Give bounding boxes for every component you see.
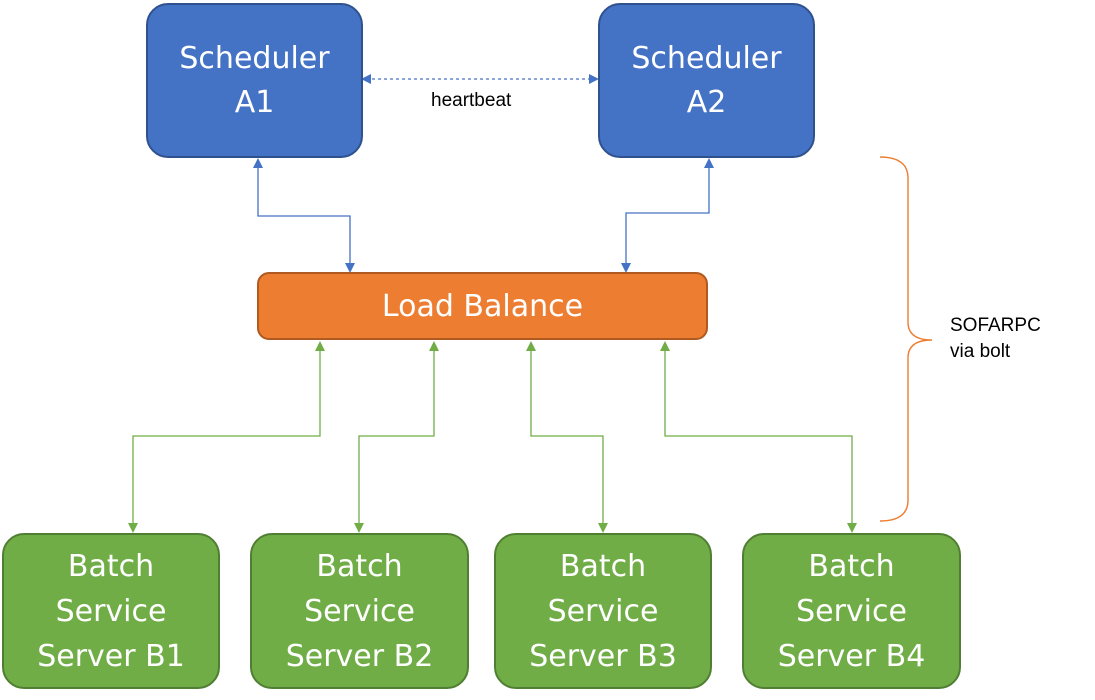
lb-b1-connector [128, 341, 325, 533]
batch-server-b2[interactable]: Batch Service Server B2 [250, 533, 469, 689]
scheduler-a1[interactable]: Scheduler A1 [146, 3, 363, 158]
batch-server-b1-label: Batch Service Server B1 [37, 548, 185, 674]
sofarpc-brace [879, 156, 933, 522]
scheduler-a2[interactable]: Scheduler A2 [598, 3, 815, 158]
load-balancer[interactable]: Load Balance [257, 272, 708, 340]
lb-b2-connector [354, 341, 439, 533]
load-balancer-label: Load Balance [381, 288, 584, 324]
batch-server-b3[interactable]: Batch Service Server B3 [494, 533, 712, 689]
a2-lb-connector [621, 158, 714, 273]
protocol-label: SOFARPC via bolt [950, 315, 1041, 362]
scheduler-a2-label: Scheduler A2 [631, 40, 782, 120]
batch-server-b1[interactable]: Batch Service Server B1 [2, 533, 220, 689]
lb-b3-connector [526, 341, 608, 533]
heartbeat-label: heartbeat [431, 90, 512, 111]
scheduler-a1-label: Scheduler A1 [179, 40, 330, 120]
batch-server-b2-label: Batch Service Server B2 [285, 548, 434, 674]
batch-server-b3-label: Batch Service Server B3 [529, 548, 677, 674]
lb-b4-connector [660, 341, 857, 533]
a1-lb-connector [253, 158, 355, 273]
batch-server-b4[interactable]: Batch Service Server B4 [742, 533, 961, 689]
batch-server-b4-label: Batch Service Server B4 [777, 548, 926, 674]
